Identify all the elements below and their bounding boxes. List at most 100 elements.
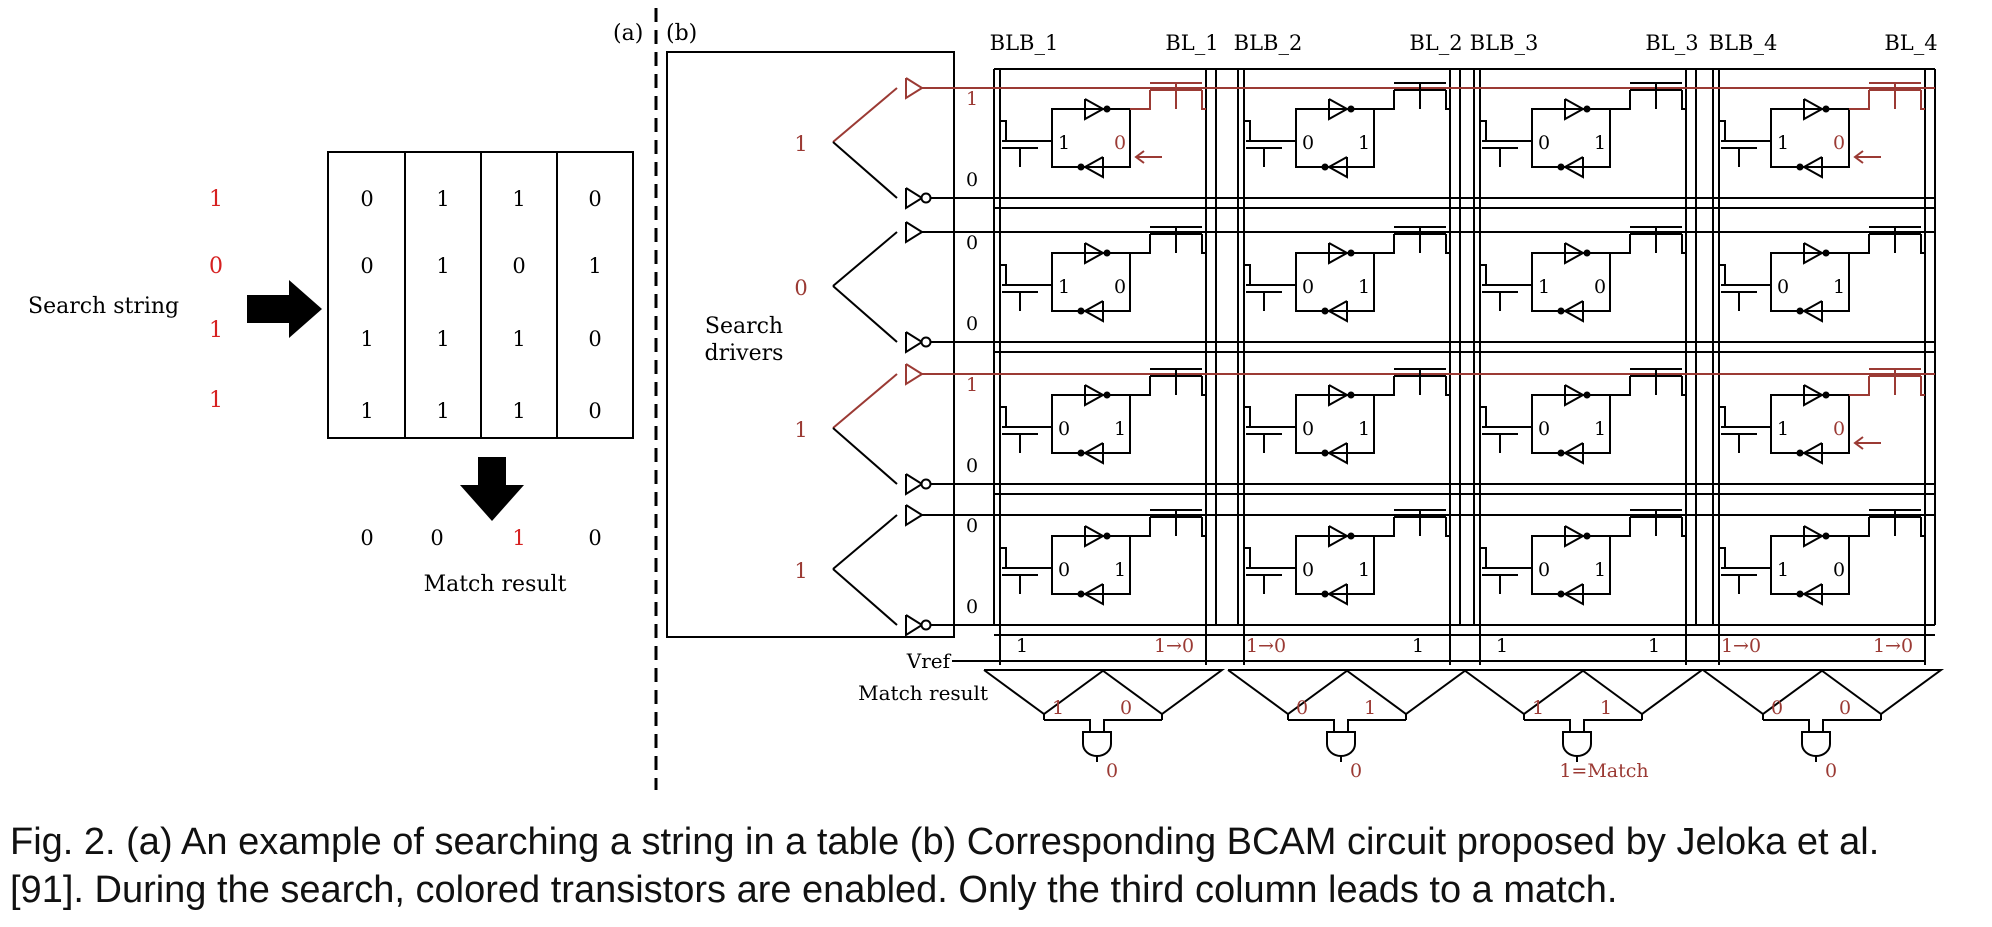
and-gate-icon: [1801, 731, 1831, 757]
inverter-bubble: [920, 336, 932, 348]
cell-qb-value: 0: [1114, 276, 1126, 298]
search-bit: 0: [209, 254, 223, 279]
cell-q-value: 1: [1058, 132, 1070, 154]
panel-b-label: (b): [666, 21, 697, 46]
sense-amp-icon: [1345, 669, 1470, 716]
match-value: 0: [430, 526, 443, 550]
bl-label: BL_2: [1409, 31, 1462, 55]
cell-q-value: 1: [1058, 276, 1070, 298]
cell-qb-value: 1: [1833, 276, 1845, 298]
search-line-value: 0: [966, 515, 978, 537]
cell-q-value: 0: [1777, 276, 1789, 298]
access-wire: [1244, 547, 1251, 568]
sense-amp-icon: [1101, 669, 1226, 716]
amp-wire: [1763, 719, 1810, 732]
amp-output: 0: [1296, 697, 1308, 719]
search-wire: [1374, 517, 1395, 537]
search-line-value: 0: [966, 232, 978, 254]
table-cell: 1: [360, 399, 373, 423]
bitline-value: 1: [1412, 635, 1424, 657]
driver-wire: [832, 231, 898, 287]
driver-wire: [832, 141, 898, 199]
access-wire: [1480, 264, 1487, 285]
latch-box: [1295, 394, 1375, 454]
latch-box: [1295, 108, 1375, 168]
cell-qb-value: 1: [1358, 276, 1370, 298]
arrow-head-icon: [1853, 150, 1864, 164]
right-arrow-icon: [247, 280, 322, 338]
final-output: 0: [1106, 760, 1118, 782]
latch-box: [1051, 108, 1131, 168]
driver-wire: [832, 87, 898, 143]
inverter-bubble: [920, 619, 932, 631]
table-cell: 0: [588, 187, 601, 211]
search-wire: [1610, 234, 1631, 254]
match-result-label-b: Match result: [858, 681, 988, 705]
vref-label: Vref: [906, 649, 952, 673]
row-input-value: 1: [794, 132, 807, 156]
search-wire: [1445, 517, 1450, 537]
table-cell: 1: [436, 187, 449, 211]
search-wire: [1849, 90, 1870, 110]
latch-box: [1770, 535, 1850, 595]
access-wire: [1000, 264, 1007, 285]
amp-wire: [1524, 719, 1571, 732]
latch-box: [1531, 108, 1611, 168]
search-wire: [1130, 517, 1151, 537]
table-cell: 1: [588, 254, 601, 278]
bitline-value: 1: [1648, 635, 1660, 657]
cell-qb-value: 1: [1594, 559, 1606, 581]
search-wire: [1920, 90, 1925, 110]
search-bit: 1: [209, 388, 223, 413]
cell-q-value: 1: [1777, 132, 1789, 154]
search-wire: [1130, 376, 1151, 396]
search-wire: [1201, 517, 1206, 537]
match-value: 0: [360, 526, 373, 550]
table-cell: 1: [436, 399, 449, 423]
bitline-value: 1→0: [1873, 635, 1913, 657]
search-line-value: 1: [966, 88, 978, 110]
search-wire: [1920, 376, 1925, 396]
access-wire: [1000, 547, 1007, 568]
final-output: 1=Match: [1559, 760, 1648, 782]
cell-qb-value: 1: [1358, 418, 1370, 440]
cell-q-value: 0: [1058, 559, 1070, 581]
amp-output: 1: [1600, 697, 1612, 719]
inverter-bubble: [920, 192, 932, 204]
access-wire: [1719, 264, 1726, 285]
match-value: 0: [588, 526, 601, 550]
search-wire: [1374, 234, 1395, 254]
table-cell: 1: [436, 327, 449, 351]
access-wire: [1480, 547, 1487, 568]
latch-box: [1531, 252, 1611, 312]
search-wire: [1130, 90, 1151, 110]
search-wire: [1920, 234, 1925, 254]
search-drivers-label: Search: [705, 314, 783, 339]
cell-q-value: 0: [1302, 132, 1314, 154]
sense-amp-icon: [1702, 669, 1827, 716]
search-wire: [1201, 376, 1206, 396]
down-arrow-icon: [460, 457, 524, 521]
bl-label: BL_4: [1884, 31, 1937, 55]
caption-line: Fig. 2. (a) An example of searching a st…: [10, 821, 1880, 863]
search-wire: [1681, 517, 1686, 537]
inverter-icon: [905, 187, 924, 210]
row-input-value: 0: [794, 276, 807, 300]
sense-amp-icon: [1227, 669, 1352, 716]
cell-q-value: 0: [1302, 276, 1314, 298]
and-gate-icon: [1562, 731, 1592, 757]
search-wire: [1610, 376, 1631, 396]
search-line-bar-value: 0: [966, 169, 978, 191]
inverter-icon: [905, 473, 924, 496]
cell-q-value: 0: [1538, 418, 1550, 440]
table-cell: 1: [512, 399, 525, 423]
and-gate-icon: [1082, 731, 1112, 757]
blb-label: BLB_1: [990, 31, 1059, 55]
and-gate-icon: [1326, 731, 1356, 757]
buffer-icon: [905, 363, 924, 386]
bitline-value: 1→0: [1246, 635, 1286, 657]
cell-q-value: 0: [1538, 559, 1550, 581]
match-value: 1: [512, 526, 525, 550]
search-wire: [1201, 234, 1206, 254]
